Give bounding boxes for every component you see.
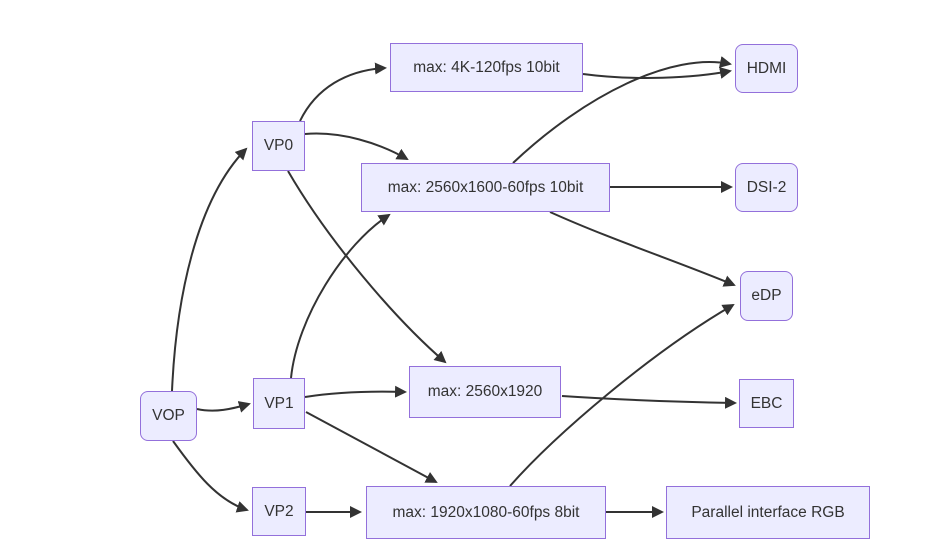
node-max-4k-120fps-10bit: max: 4K-120fps 10bit xyxy=(390,43,583,92)
edge-vop-vp1 xyxy=(196,401,251,413)
node-vop: VOP xyxy=(140,391,197,441)
node-vp0: VP0 xyxy=(252,121,305,171)
node-dsi-2: DSI-2 xyxy=(735,163,798,212)
edge-vp0-cap4k xyxy=(299,62,387,122)
node-ebc: EBC xyxy=(739,379,794,428)
node-max-2560x1920: max: 2560x1920 xyxy=(409,366,561,418)
edge-cap4k-hdmi xyxy=(582,67,732,79)
edge-cap1920-ebc xyxy=(561,395,737,409)
edge-vop-vp0 xyxy=(171,147,248,392)
edge-vop-vp2 xyxy=(172,440,249,513)
edge-cap1600-hdmi xyxy=(512,56,732,164)
node-parallel-interface-rgb: Parallel interface RGB xyxy=(666,486,870,539)
edge-vp0-cap1920 xyxy=(287,170,447,364)
node-edp: eDP xyxy=(740,271,793,321)
edge-cap1080-edp xyxy=(509,303,735,487)
node-hdmi: HDMI xyxy=(735,44,798,93)
edge-vp1-cap1920 xyxy=(304,385,407,398)
edge-vp1-cap1600 xyxy=(290,213,391,379)
node-vp2: VP2 xyxy=(252,487,306,536)
edge-vp1-cap1080 xyxy=(305,411,438,483)
edge-cap1600-edp xyxy=(549,211,736,287)
edge-vp0-cap1600 xyxy=(304,132,409,160)
node-vp1: VP1 xyxy=(253,378,305,429)
node-max-1920x1080-60fps-8bit: max: 1920x1080-60fps 8bit xyxy=(366,486,606,539)
node-max-2560x1600-60fps-10bit: max: 2560x1600-60fps 10bit xyxy=(361,163,610,212)
